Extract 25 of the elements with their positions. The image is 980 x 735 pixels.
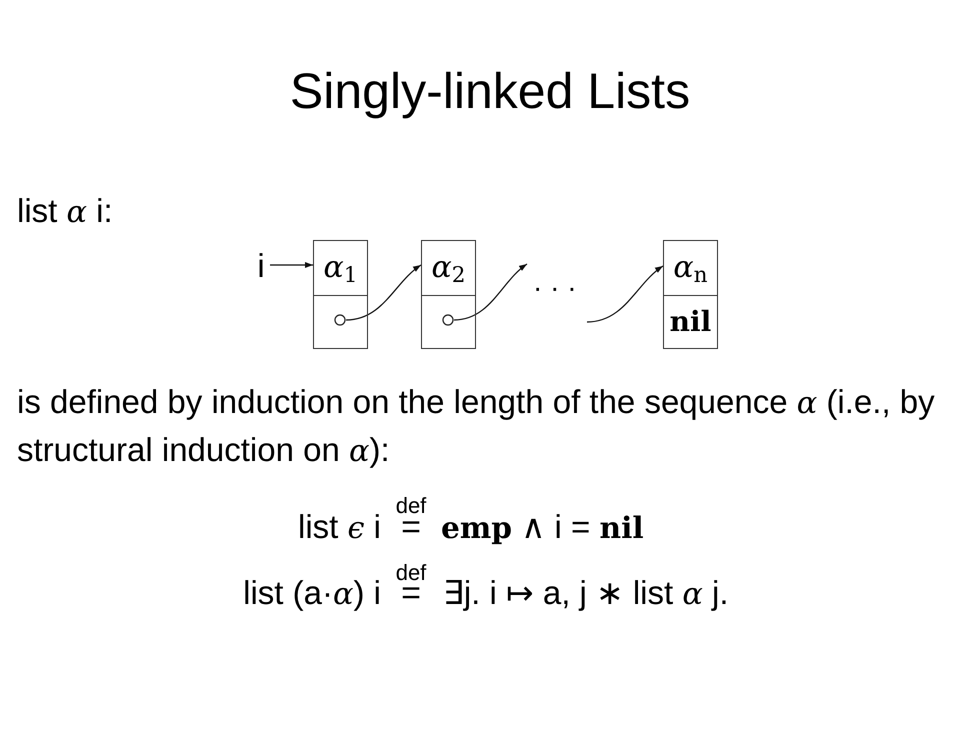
pointer-circle-icon <box>442 314 454 326</box>
nil-cell: nil <box>663 295 718 349</box>
pointer-cell <box>313 295 368 349</box>
formula-left-side: list (a·α) i <box>243 573 381 614</box>
def-label: def <box>394 563 428 583</box>
body-text: is defined by induction on the length of the sequence α (i.e., by structural induction on α): <box>17 382 936 471</box>
pointer-label: i <box>252 246 270 284</box>
value-cell: α$_{n}$ <box>663 240 718 296</box>
pointer-circle-icon <box>334 314 346 326</box>
equals-sign: = <box>401 583 421 603</box>
value-cell: α$_{2}$ <box>421 240 476 296</box>
pointer-cell <box>421 295 476 349</box>
definition-heading: list α i: <box>17 191 113 232</box>
formula-left-side: list ϵ i <box>298 507 381 548</box>
slide-title: Singly-linked Lists <box>288 62 692 120</box>
formula-right-side: ∃j. i ↦ a, j ∗ list α j. <box>443 573 729 614</box>
def-label: def <box>394 496 428 516</box>
value-cell: α$_{1}$ <box>313 240 368 296</box>
formula-right-side: emp ∧ i = nil <box>441 507 644 548</box>
arrow <box>270 262 313 268</box>
arrow <box>454 264 528 321</box>
arrow <box>586 266 664 323</box>
arrow <box>346 264 422 321</box>
ellipsis: · · · <box>533 271 577 305</box>
equals-sign: = <box>401 517 421 537</box>
